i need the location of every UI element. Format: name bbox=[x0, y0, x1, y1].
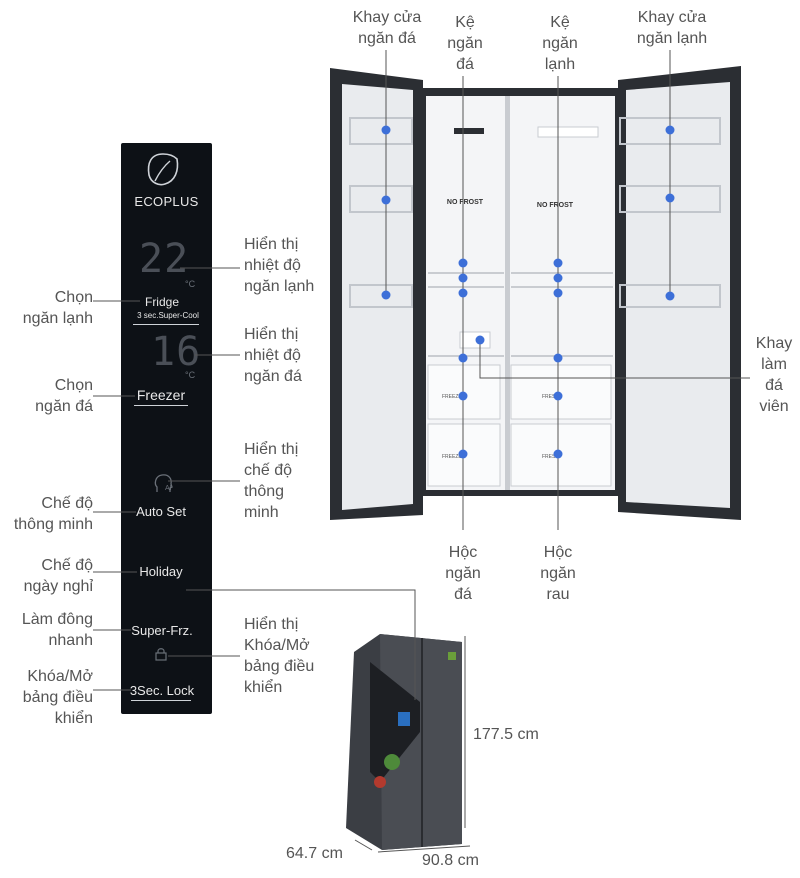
freezer-temp-unit: °C bbox=[185, 370, 196, 380]
control-panel: ECOPLUS 22 °C Fridge 3 sec.Super-Cool 16… bbox=[121, 143, 212, 714]
fridge-temp-display: 22 bbox=[139, 236, 190, 282]
autoset-button[interactable]: Auto Set bbox=[136, 504, 186, 519]
leaf-icon bbox=[147, 153, 179, 186]
no-frost-left-text: NO FROST bbox=[447, 199, 484, 206]
freezer-drawer-2-text: FREEZE bbox=[442, 454, 462, 460]
brand-label: ECOPLUS bbox=[134, 194, 199, 209]
fresh-drawer-2-text: FRESH bbox=[542, 454, 559, 460]
ai-label: AI bbox=[165, 485, 172, 492]
freezer-temp-display: 16 bbox=[151, 329, 202, 375]
dimension-width: 90.8 cm bbox=[422, 852, 479, 869]
lock-underline bbox=[131, 700, 191, 701]
superfrz-button[interactable]: Super-Frz. bbox=[131, 623, 193, 638]
no-frost-right-text: NO FROST bbox=[537, 202, 574, 209]
fridge-select-button[interactable]: Fridge bbox=[144, 295, 179, 309]
freezer-drawer-1-text: FREEZE bbox=[442, 394, 462, 400]
dimension-height: 177.5 cm bbox=[473, 726, 539, 743]
dimension-depth: 64.7 cm bbox=[286, 845, 343, 862]
fridge-temp-unit: °C bbox=[185, 279, 196, 289]
supercool-underline bbox=[133, 324, 199, 325]
freezer-underline bbox=[134, 405, 188, 406]
lock-icon bbox=[155, 648, 167, 661]
holiday-button[interactable]: Holiday bbox=[139, 564, 183, 579]
ai-head-icon bbox=[154, 474, 173, 492]
lock-button[interactable]: 3Sec. Lock bbox=[129, 683, 195, 698]
fresh-drawer-1-text: FRESH bbox=[542, 394, 559, 400]
freezer-select-button[interactable]: Freezer bbox=[136, 387, 186, 403]
open-fridge-illustration: NO FROST NO FROST FREEZE FREEZE FRESH FR… bbox=[330, 66, 741, 520]
closed-fridge-illustration bbox=[346, 634, 462, 850]
supercool-label: 3 sec.Super-Cool bbox=[137, 311, 199, 320]
